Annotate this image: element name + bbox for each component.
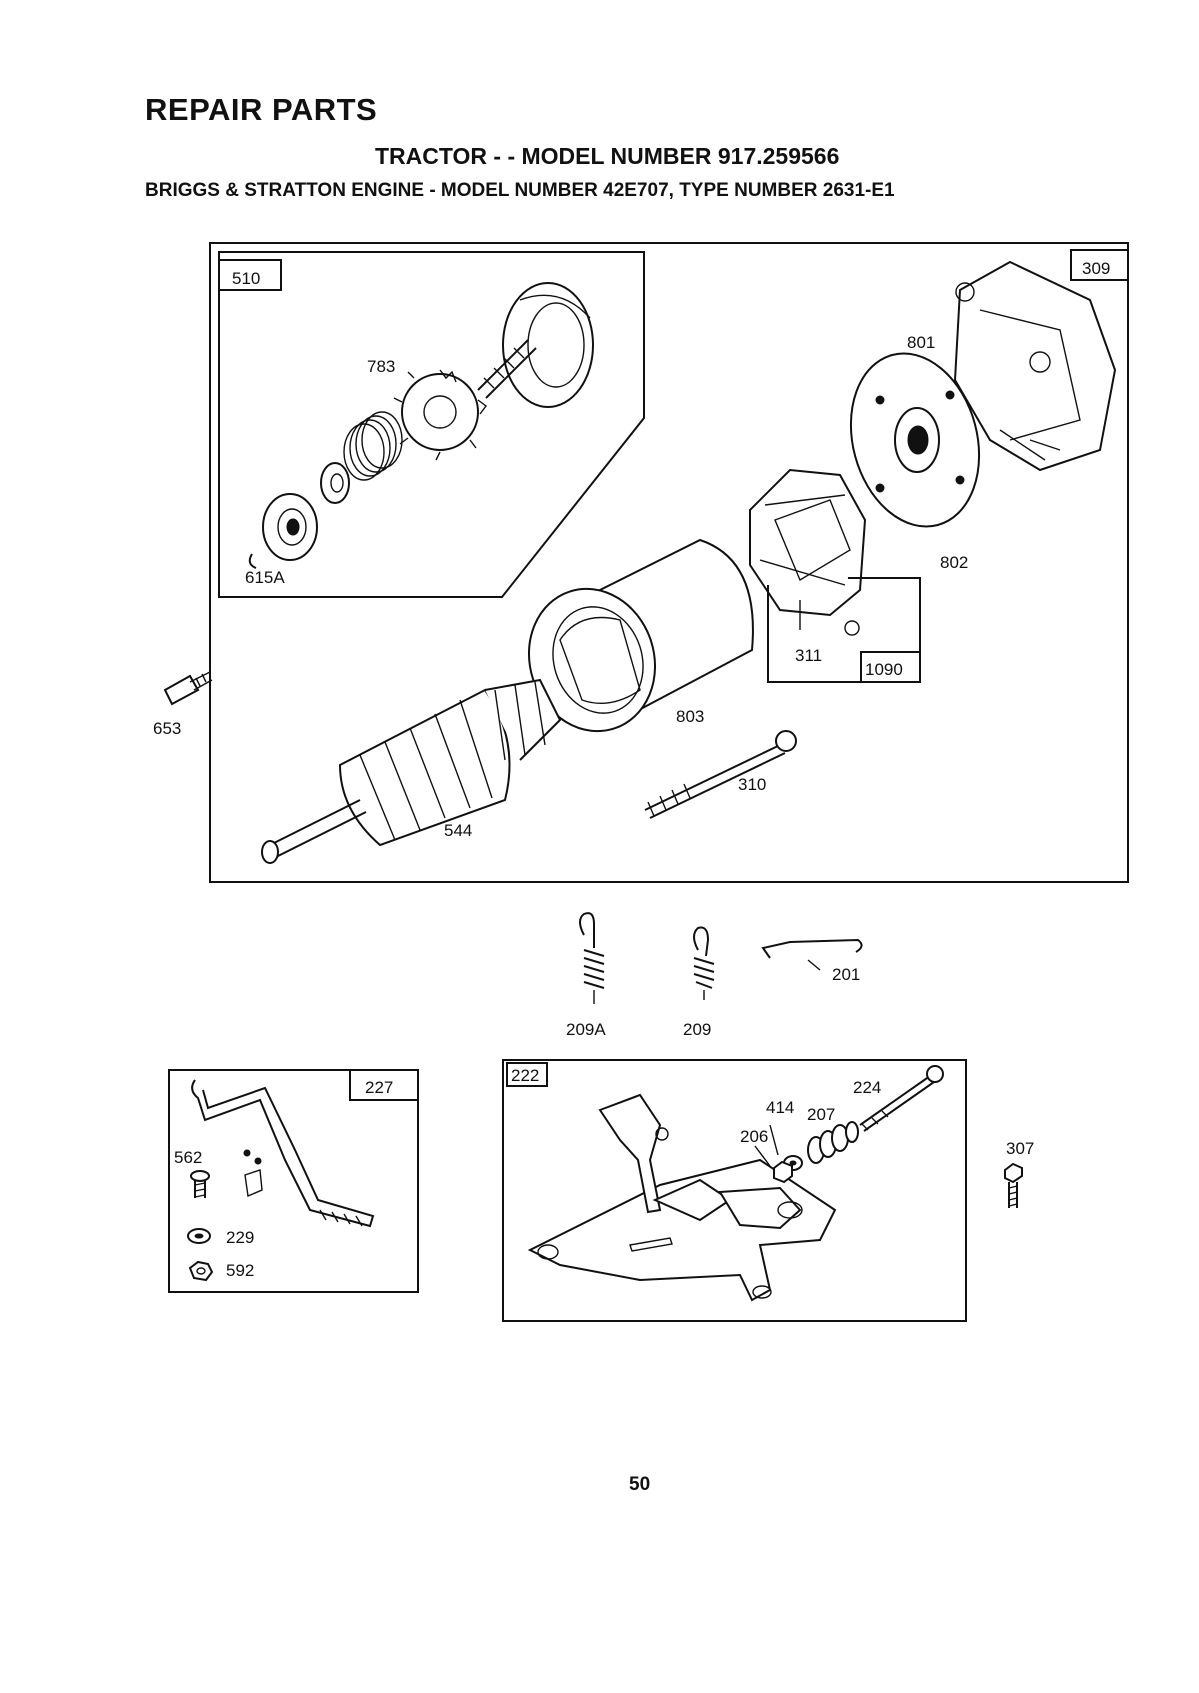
screw-562 (191, 1171, 209, 1198)
callout-229: 229 (226, 1228, 254, 1247)
callout-592: 592 (226, 1261, 254, 1280)
callout-227: 227 (365, 1078, 393, 1097)
armature (262, 680, 560, 863)
callout-653: 653 (153, 719, 181, 738)
callout-201: 201 (832, 965, 860, 984)
screw-307 (1005, 1164, 1022, 1208)
callout-206: 206 (740, 1127, 768, 1146)
nut-206 (774, 1162, 792, 1182)
bolt-653 (165, 672, 212, 704)
callout-222: 222 (511, 1066, 539, 1085)
spring-207 (808, 1122, 858, 1163)
callout-307: 307 (1006, 1139, 1034, 1158)
link-rod-201 (763, 940, 862, 958)
callout-310: 310 (738, 775, 766, 794)
spring-209 (694, 928, 714, 1001)
callout-510: 510 (232, 269, 260, 288)
callout-615A: 615A (245, 568, 285, 587)
nut-592 (190, 1262, 212, 1280)
callout-562: 562 (174, 1148, 202, 1167)
spring-209A (580, 913, 604, 1004)
drive-pinion-parts (250, 283, 593, 568)
callout-802: 802 (940, 553, 968, 572)
callout-207: 207 (807, 1105, 835, 1124)
callout-1090: 1090 (865, 660, 903, 679)
callout-209A: 209A (566, 1020, 606, 1039)
callout-414: 414 (766, 1098, 794, 1117)
control-bracket (530, 1095, 835, 1300)
callout-309: 309 (1082, 259, 1110, 278)
page-number: 50 (629, 1474, 650, 1496)
callout-544: 544 (444, 821, 472, 840)
callout-311: 311 (795, 646, 822, 665)
callout-801: 801 (907, 333, 935, 352)
callout-224: 224 (853, 1078, 881, 1097)
callout-209: 209 (683, 1020, 711, 1039)
adjust-screw-224 (860, 1066, 943, 1131)
washer-229 (188, 1229, 210, 1243)
callout-803: 803 (676, 707, 704, 726)
governor-lever (192, 1080, 373, 1226)
through-bolt (645, 731, 796, 818)
callout-783: 783 (367, 357, 395, 376)
